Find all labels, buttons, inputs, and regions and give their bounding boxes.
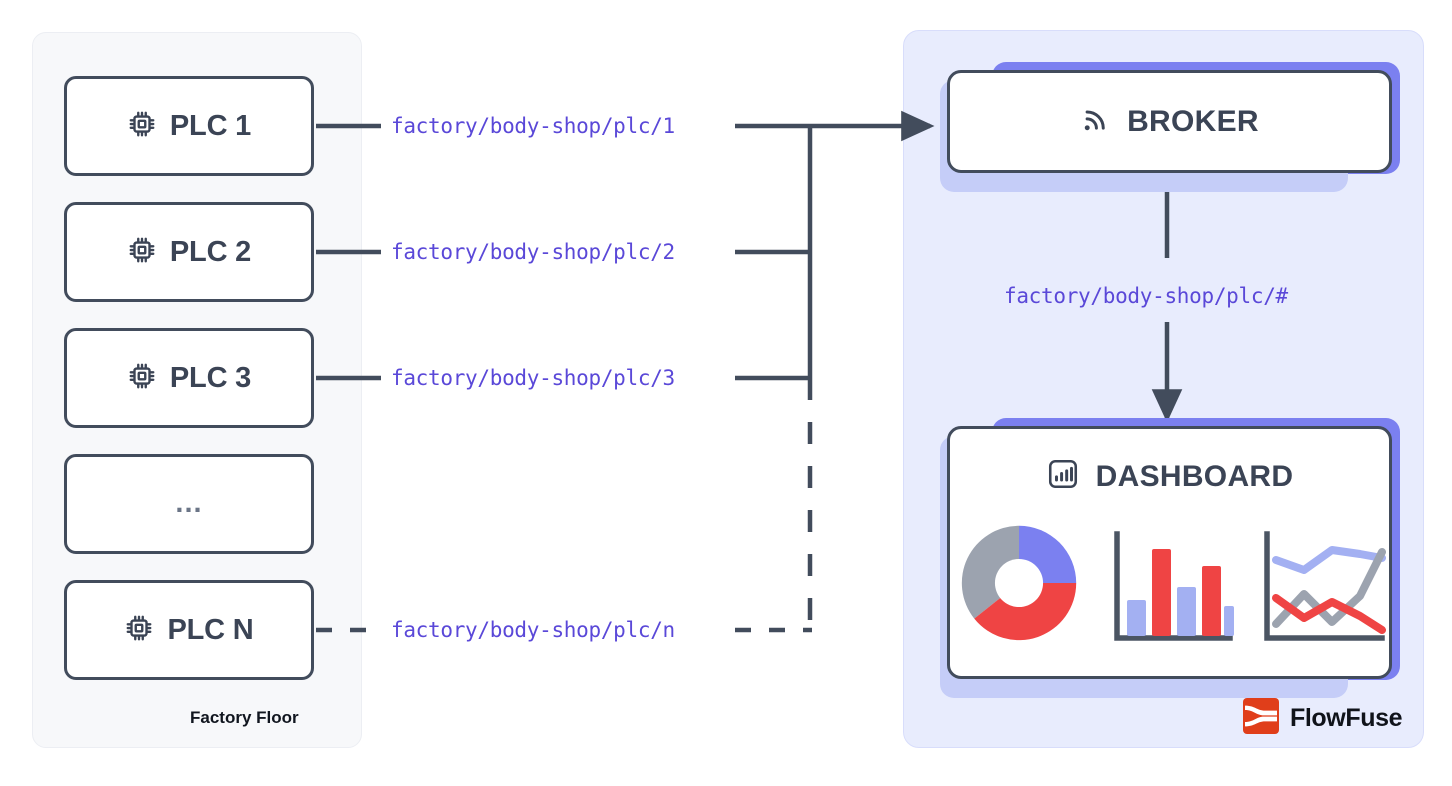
plc-node-ellipsis: ... <box>64 454 314 554</box>
plc-node-3[interactable]: PLC 3 <box>64 328 314 428</box>
bar-chart-square-icon <box>1046 457 1080 496</box>
plc-node-label: PLC 2 <box>169 235 252 268</box>
flowfuse-brand: FlowFuse <box>1243 698 1402 739</box>
chip-icon <box>127 109 157 144</box>
donut-chart <box>961 525 1076 641</box>
topic-label-plc1: factory/body-shop/plc/1 <box>391 114 675 138</box>
topic-label-plcn: factory/body-shop/plc/n <box>391 618 675 642</box>
chip-icon <box>127 235 157 270</box>
flowfuse-mark <box>1243 698 1279 734</box>
dashboard-header: DASHBOARD <box>950 457 1389 496</box>
broker-node[interactable]: BROKER <box>940 62 1400 192</box>
plc-node-label: PLC 3 <box>169 361 252 394</box>
broker-card-face: BROKER <box>947 70 1392 173</box>
plc-node-label: PLC N <box>167 613 254 646</box>
plc-node-2[interactable]: PLC 2 <box>64 202 314 302</box>
flowfuse-wordmark: FlowFuse <box>1290 704 1403 732</box>
dashboard-card-face: DASHBOARD <box>947 426 1392 679</box>
bar-chart <box>1113 531 1234 641</box>
dashboard-node[interactable]: DASHBOARD <box>940 418 1400 698</box>
plc-node-label: PLC 1 <box>169 109 252 142</box>
plc-node-1[interactable]: PLC 1 <box>64 76 314 176</box>
chip-icon <box>124 613 154 648</box>
topic-label-plc2: factory/body-shop/plc/2 <box>391 240 675 264</box>
topic-label-subscribe: factory/body-shop/plc/# <box>1004 284 1288 308</box>
dashboard-chart-strip <box>950 518 1389 648</box>
plc-node-n[interactable]: PLC N <box>64 580 314 680</box>
topic-label-plc3: factory/body-shop/plc/3 <box>391 366 675 390</box>
broadcast-signal-icon <box>1080 104 1111 140</box>
chip-icon <box>127 361 157 396</box>
ellipsis-label: ... <box>175 487 203 520</box>
line-chart <box>1263 531 1386 641</box>
dashboard-label: DASHBOARD <box>1095 459 1294 493</box>
factory-floor-caption: Factory Floor <box>190 708 299 727</box>
broker-label: BROKER <box>1127 104 1259 138</box>
flowfuse-logo-icon <box>1243 698 1279 739</box>
